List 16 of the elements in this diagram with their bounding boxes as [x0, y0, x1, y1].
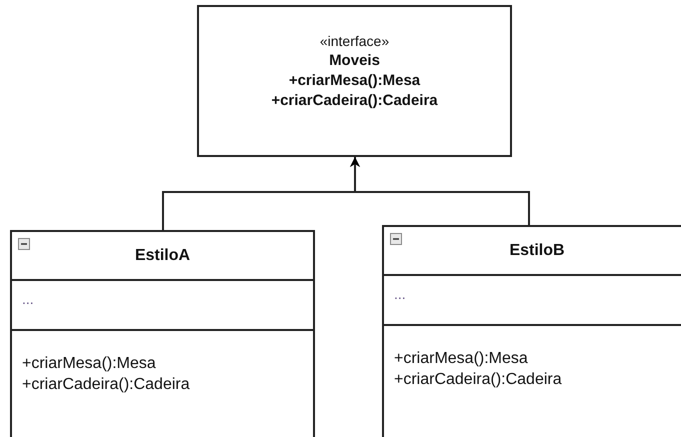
attributes: ... [394, 286, 406, 302]
operation: +criarCadeira():Cadeira [394, 370, 563, 390]
stereotype: «interface» [320, 32, 390, 50]
interface-box [197, 5, 512, 157]
class-name: EstiloA [134, 246, 190, 264]
inheritance-arrow [350, 157, 530, 225]
interface-name: Moveis [329, 50, 380, 70]
class-box [10, 230, 315, 437]
operation: +criarMesa():Mesa [22, 354, 157, 374]
operation: +criarMesa():Mesa [394, 349, 529, 369]
operation: +criarCadeira():Cadeira [22, 375, 191, 395]
operation: +criarMesa():Mesa [288, 70, 420, 90]
class-box [382, 225, 681, 437]
class-name: EstiloB [509, 242, 565, 260]
operation: +criarCadeira():Cadeira [271, 90, 438, 110]
attributes: ... [22, 291, 34, 307]
